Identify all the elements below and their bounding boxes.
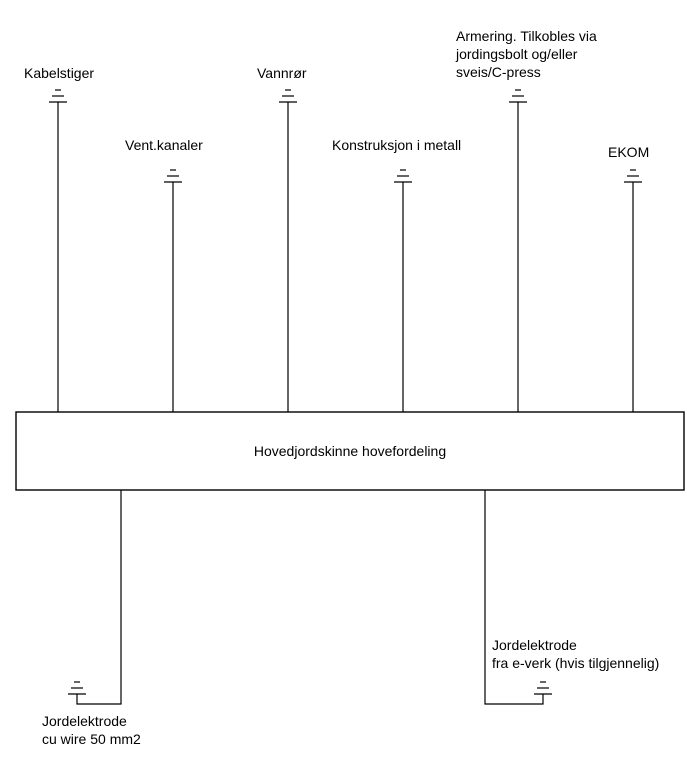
label-konstruksjon: Konstruksjon i metall <box>332 136 461 154</box>
label-vannror: Vannrør <box>257 64 307 82</box>
earth-ground-icon <box>509 89 527 103</box>
label-line: Vannrør <box>257 65 307 81</box>
label-ekom: EKOM <box>608 143 649 161</box>
label-vent-kanaler: Vent.kanaler <box>125 136 203 154</box>
label-line: Jordelektrode <box>42 713 127 729</box>
label-line: jordingsbolt og/eller <box>456 46 578 62</box>
label-line: Vent.kanaler <box>125 137 203 153</box>
top-conductors <box>57 102 634 412</box>
conductor-electrode-right <box>484 490 544 705</box>
label-line: EKOM <box>608 144 650 160</box>
label-electrode-right: Jordelektrode fra e-verk (hvis tilgjenne… <box>492 636 659 672</box>
label-line: Konstruksjon i metall <box>332 137 462 153</box>
conductor-electrode-left <box>76 490 122 705</box>
label-electrode-left: Jordelektrode cu wire 50 mm2 <box>42 712 141 748</box>
earth-ground-icon <box>68 681 86 695</box>
label-armering: Armering. Tilkobles via jordingsbolt og/… <box>456 27 597 81</box>
label-line: cu wire 50 mm2 <box>42 731 141 747</box>
label-line: sveis/C-press <box>456 64 541 80</box>
earth-ground-icon <box>164 169 182 183</box>
earth-ground-icon <box>279 89 297 103</box>
busbar-box <box>15 411 685 491</box>
earth-ground-icon <box>534 681 552 695</box>
label-line: Armering. Tilkobles via <box>456 28 597 44</box>
label-line: Kabelstiger <box>24 65 95 81</box>
label-line: Jordelektrode <box>492 637 577 653</box>
earth-ground-icon <box>49 89 67 103</box>
label-line: fra e-verk (hvis tilgjennelig) <box>492 655 660 671</box>
busbar-label: Hovedjordskinne hovefordeling <box>253 443 447 459</box>
label-kabelstiger: Kabelstiger <box>24 64 94 82</box>
earth-ground-icon <box>394 169 412 183</box>
earth-ground-icon <box>624 169 642 183</box>
